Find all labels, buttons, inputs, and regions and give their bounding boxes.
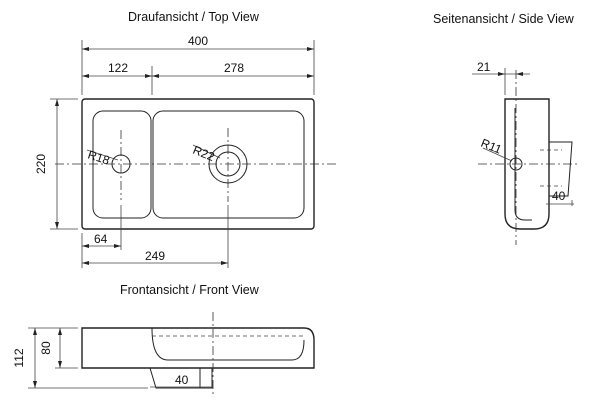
- arrow: [498, 72, 505, 76]
- arrow: [221, 261, 228, 265]
- side-view-title: Seitenansicht / Side View: [433, 12, 574, 26]
- top-view-basin: [152, 110, 305, 219]
- radius-small-label: R18: [86, 148, 112, 168]
- front-view-outline: [81, 327, 315, 369]
- side-radius-label: R11: [479, 136, 504, 157]
- radius-large-label: R22: [191, 143, 217, 164]
- side-view-outline: [504, 98, 550, 230]
- dim-400: 400: [188, 34, 208, 48]
- top-view: R18 R22 400 122 278 220 64: [34, 34, 338, 268]
- arrow: [145, 74, 152, 78]
- side-view: R11 21 40: [472, 60, 580, 245]
- dim-122: 122: [108, 61, 128, 75]
- dim-40-front: 40: [175, 373, 189, 387]
- dim-278: 278: [224, 61, 244, 75]
- arrow: [55, 222, 59, 229]
- tap-hole: [111, 154, 131, 174]
- arrow: [516, 72, 523, 76]
- arrow: [82, 261, 89, 265]
- drain-outer: [208, 144, 248, 184]
- arrow: [307, 47, 314, 51]
- arrow: [152, 74, 159, 78]
- arrow: [55, 99, 59, 106]
- dim-249: 249: [145, 249, 165, 263]
- dim-112: 112: [12, 348, 26, 367]
- arrow: [114, 244, 121, 248]
- dim-40-side: 40: [552, 189, 566, 203]
- arrow: [82, 47, 89, 51]
- front-view-drain-block: [199, 367, 213, 389]
- side-view-drain: [549, 141, 573, 197]
- radius-leader-large: [192, 144, 221, 159]
- arrow: [58, 328, 62, 335]
- dim-21: 21: [477, 60, 491, 74]
- dim-64: 64: [94, 232, 108, 246]
- radius-leader-small: [86, 149, 119, 161]
- dim-220: 220: [34, 154, 48, 174]
- front-view-title: Frontansicht / Front View: [120, 283, 259, 297]
- arrow: [33, 381, 37, 388]
- front-view-basin: [151, 327, 305, 361]
- side-view-inner: [514, 108, 532, 221]
- arrow: [82, 74, 89, 78]
- arrow: [82, 244, 89, 248]
- dim-80: 80: [39, 341, 53, 355]
- side-view-tap-hole: [509, 157, 523, 171]
- top-view-left-compartment: [92, 110, 152, 219]
- arrow: [33, 328, 37, 335]
- front-view: 40 112 80: [12, 312, 315, 395]
- top-view-title: Draufansicht / Top View: [128, 10, 259, 24]
- arrow: [307, 74, 314, 78]
- drain-inner: [215, 151, 241, 177]
- radius-leader: [482, 147, 513, 162]
- arrow: [58, 361, 62, 368]
